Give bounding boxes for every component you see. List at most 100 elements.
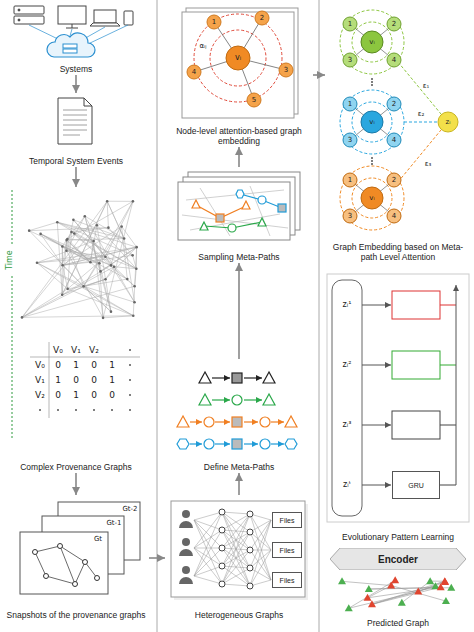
stroke (194, 512, 222, 548)
stage-caption: Systems (4, 64, 148, 74)
network-node (131, 254, 134, 257)
stage-panel: Temporal System Events (4, 94, 148, 166)
network-edge (37, 263, 133, 316)
network-edge (62, 232, 71, 246)
stroke (250, 520, 271, 586)
network-node (102, 317, 105, 320)
stroke (250, 520, 271, 568)
network-edge (133, 247, 136, 316)
callout-label: vᵢ (235, 54, 241, 62)
matrix-cell: 1 (109, 376, 115, 385)
stage-caption: Graph Embedding based on Meta-path Level… (326, 242, 470, 262)
matrix-cell: V₁ (71, 346, 81, 355)
stroke (222, 532, 250, 584)
stage-caption: Temporal System Events (4, 156, 148, 166)
matrix-cell: V₂ (89, 346, 99, 355)
caption-block: Snapshots of the provenance graphs (4, 610, 148, 620)
predicted-node (345, 604, 353, 611)
matrix-cell: 1 (73, 361, 79, 370)
stage-caption: Evolutionary Pattern Learning (326, 532, 470, 542)
network-node (21, 316, 24, 319)
callout-label: ε₂ (418, 111, 425, 118)
network-edge (114, 267, 136, 269)
stroke (222, 550, 250, 584)
box-label: Files (280, 577, 295, 584)
metapath-attention-figure (340, 10, 458, 230)
stroke (194, 512, 222, 576)
stroke (222, 512, 250, 550)
box-label: Files (280, 517, 295, 524)
network-edge (68, 232, 72, 289)
callout-label: 4 (392, 57, 396, 64)
stroke (194, 530, 222, 576)
stage-panel: Predicted Graph (326, 572, 470, 628)
adjacency-matrix (30, 342, 140, 418)
caption-block: Sampling Meta-Paths (166, 252, 312, 262)
predicted-graph-figure (338, 576, 455, 611)
systems-icons (14, 6, 133, 57)
matrix-cell: V₀ (53, 346, 63, 355)
network-edge (37, 241, 94, 263)
flow-arrow (75, 75, 77, 93)
network-node (84, 215, 87, 218)
predicted-node (365, 585, 373, 592)
matrix-cell: 0 (91, 361, 97, 370)
matrix-cell: 1 (109, 361, 115, 370)
predicted-node (368, 600, 376, 607)
stroke (222, 584, 250, 586)
network-edge (107, 201, 133, 202)
callout-label: 1 (212, 19, 216, 26)
network-node (126, 278, 129, 281)
stroke (222, 512, 250, 586)
callout-label: 2 (260, 15, 264, 22)
flow-arrow (313, 74, 325, 76)
network-node (133, 285, 136, 288)
stage-panel: Evolutionary Pattern Learning GRU (326, 272, 470, 542)
file-box: Files (272, 572, 302, 588)
stroke (194, 576, 222, 584)
neuron (247, 529, 253, 535)
stroke (222, 514, 250, 548)
stage-caption: Snapshots of the provenance graphs (4, 610, 148, 620)
network-edge (41, 234, 63, 247)
network-node (66, 288, 69, 291)
predicted-node (437, 583, 445, 590)
network-edge (85, 216, 124, 238)
callout-label: Gt (94, 536, 102, 543)
neuron (219, 545, 225, 551)
gru-box: GRU (392, 471, 440, 499)
network-node (110, 264, 113, 267)
stage-panel: Snapshots of the provenance graphs (4, 496, 148, 620)
stroke (250, 532, 271, 580)
box-label: Files (280, 547, 295, 554)
snapshot-cards (20, 502, 140, 594)
flow-arrow (75, 167, 77, 187)
heterogeneous-frame (171, 501, 308, 600)
encoder-outline (330, 548, 466, 570)
network-edge (133, 255, 137, 268)
predicted-node (364, 594, 372, 601)
network-edge (22, 289, 68, 318)
network-node (61, 264, 64, 267)
network-edge (62, 246, 63, 265)
stage-panel: Heterogeneous GraphsFilesFilesFiles (166, 496, 312, 620)
callout-label: 1 (348, 101, 352, 108)
matrix-cell: V₀ (35, 361, 45, 370)
stroke (349, 580, 395, 608)
stroke (250, 568, 271, 580)
callout-label: vᵢ (369, 195, 374, 202)
callout-label: zᵢ¹ (343, 301, 352, 309)
stroke (194, 548, 222, 549)
stage-panel: Node-level attention-based graph embeddi… (166, 4, 312, 146)
node-attention-figure (182, 8, 298, 118)
callout-label: zᵢ² (343, 361, 352, 369)
caption-block: Systems (4, 64, 148, 74)
callout-label: 5 (252, 97, 256, 104)
network-node (106, 200, 109, 203)
matrix-cell: 0 (55, 361, 61, 370)
encoder-label: Encoder (378, 554, 418, 565)
network-node (113, 265, 116, 268)
network-edge (37, 263, 84, 287)
callout-label: vᵢ (369, 119, 374, 126)
